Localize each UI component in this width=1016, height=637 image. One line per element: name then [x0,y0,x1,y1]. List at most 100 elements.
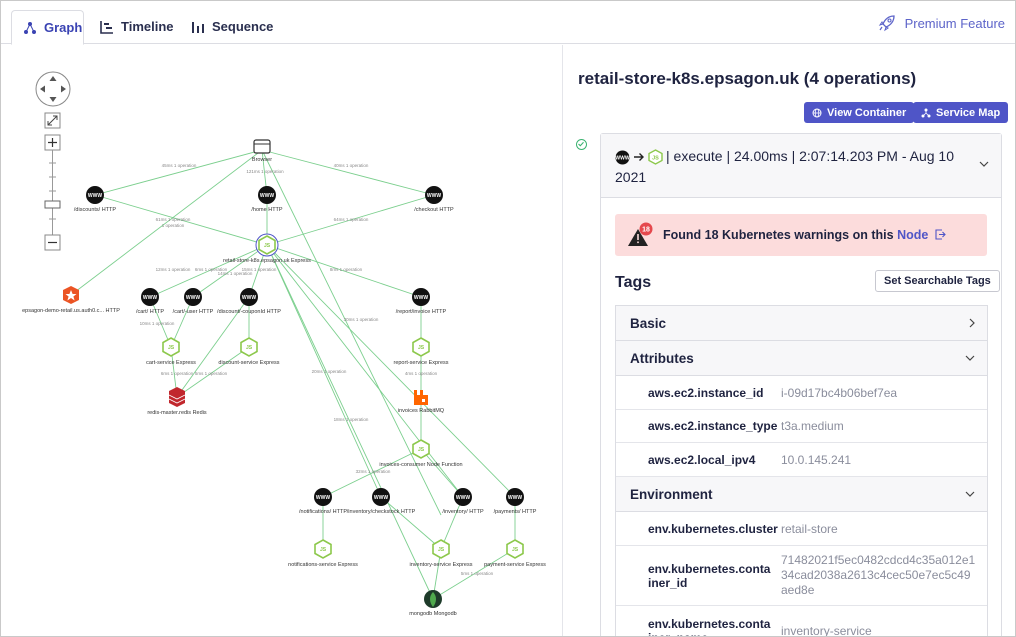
graph-node-label: invoices-consumer Node Function [379,462,462,468]
operation-details: | execute | 24.00ms | 2:07:14.203 PM - A… [615,148,954,185]
edge-label: 12ms 1 operation [156,267,191,272]
tags-section-attributes[interactable]: Attributes [616,341,987,376]
graph-node-cart-http[interactable]: WWW /cart/ HTTP [136,288,164,315]
zoom-in-button[interactable] [44,134,61,151]
edge-label: 30ms 1 operation [344,317,379,322]
graph-node-checkout-http[interactable]: WWW /checkout HTTP [414,186,454,213]
graph-node-home-http[interactable]: WWW /home HTTP [251,186,283,213]
edge-label: 15ms 1 operation [242,267,277,272]
graph-node-notifications-service[interactable]: JS notifications-service Express [288,539,358,568]
pan-up-icon[interactable] [49,76,57,81]
pan-down-icon[interactable] [49,97,57,102]
graph-icon [24,21,36,34]
pan-control[interactable] [35,71,71,107]
zoom-out-button[interactable] [44,234,61,251]
graph-node-retail-store[interactable]: JS retail-store-k8s.epsagon.uk Express [223,233,311,264]
table-row: aws.ec2.instance_type t3a.medium [616,410,987,443]
graph-node-redis[interactable]: redis-master.redis Redis [147,387,207,416]
graph-node-label: report-service Express [393,360,448,366]
graph-node-report-service[interactable]: JS report-service Express [393,337,449,366]
graph-node-inventory-http[interactable]: WWW /inventory/ HTTP [442,488,484,515]
tab-timeline[interactable]: Timeline [100,9,174,44]
svg-text:JS: JS [512,547,519,553]
graph-node-label: /payments/ HTTP [494,509,537,515]
edge [380,496,442,550]
graph-node-inventory-checkstock-http[interactable]: WWW /inventory/checkstock HTTP [347,488,416,515]
graph-node-mongodb[interactable]: mongodb Mongodb [409,590,457,617]
operation-card: WWW JS | execute | 24.00ms | 2:07:14.203… [600,133,1002,637]
tab-graph[interactable]: Graph [11,10,84,45]
graph-node-auth0[interactable]: epsagon-demo-retail.us.auth0.c... HTTP [22,286,120,314]
fit-view-button[interactable] [44,112,61,129]
edge [266,244,516,498]
tab-sequence[interactable]: Sequence [191,9,273,44]
nodejs-icon [506,539,524,559]
warning-icon: 18 [628,222,653,246]
table-row: env.kubernetes.container_id 71482021f5ec… [616,546,987,606]
graph-node-notifications-http[interactable]: WWW /notifications/ HTTP [299,488,347,515]
www-icon [412,288,430,306]
edge-label: 45ms 1 operation [162,163,197,168]
graph-canvas[interactable]: 45ms 1 operation 121ms 1 operation 40ms … [1,45,563,637]
graph-node-label: discount-service Express [218,360,279,366]
service-graph[interactable]: 45ms 1 operation 121ms 1 operation 40ms … [1,45,562,637]
view-container-button[interactable]: View Container [804,102,915,123]
chevron-down-icon [965,489,975,500]
graph-node-label: /cart/ HTTP [136,309,164,315]
graph-node-discount-coupon-http[interactable]: WWW /discount/-couponId HTTP [217,288,281,315]
edge-label: 64ms 1 operation [334,217,369,222]
graph-node-label: /discount/-couponId HTTP [217,309,281,315]
tab-sequence-label: Sequence [212,19,274,34]
edge [170,296,194,348]
pan-left-icon[interactable] [40,85,45,93]
pan-right-icon[interactable] [61,85,66,93]
table-row: env.kubernetes.container_name inventory-… [616,606,987,637]
redis-icon [169,387,185,407]
graph-node-invoices-consumer[interactable]: JS invoices-consumer Node Function [379,439,463,468]
plus-icon [48,138,57,147]
graph-node-cart-user-http[interactable]: WWW /cart/-user HTTP [173,288,214,315]
set-searchable-tags-button[interactable]: Set Searchable Tags [875,270,1000,292]
svg-text:JS: JS [168,345,175,351]
graph-node-discount-service[interactable]: JS discount-service Express [218,337,280,366]
chevron-down-icon[interactable] [979,158,989,170]
tag-value: retail-store [781,521,838,536]
graph-node-label: /checkout HTTP [414,207,454,213]
www-icon: WWW [615,150,630,165]
graph-node-cart-service[interactable]: JS cart-service Express [146,337,196,366]
nodejs-icon: JS [648,149,663,166]
section-label: Attributes [630,350,694,366]
service-map-button[interactable]: Service Map [913,102,1009,123]
graph-node-label: /report/invoice HTTP [396,309,447,315]
www-icon [372,488,390,506]
premium-feature-link[interactable]: Premium Feature [877,13,1005,33]
external-link-icon[interactable] [935,229,946,240]
graph-node-report-invoice-http[interactable]: WWW /report/invoice HTTP [396,288,447,315]
zoom-slider-handle[interactable] [44,200,61,209]
node-link[interactable]: Node [897,228,929,242]
tags-section-basic[interactable]: Basic [616,306,987,341]
edge [176,346,250,398]
tags-heading: Tags [615,274,652,291]
www-icon [86,186,104,204]
svg-text:WWW: WWW [186,295,200,301]
tags-section-environment[interactable]: Environment [616,477,987,512]
timeline-icon [100,20,113,34]
svg-text:WWW: WWW [615,155,629,161]
graph-node-payment-service[interactable]: JS payment-service Express [484,539,546,568]
edge [266,194,435,246]
graph-node-rabbitmq[interactable]: invoices RabbitMQ [398,390,445,414]
graph-node-label: inventory-service Express [410,562,473,568]
graph-node-discounts-http[interactable]: WWW /discounts/ HTTP [74,186,117,213]
graph-node-inventory-service[interactable]: JS inventory-service Express [410,539,473,568]
edge [149,244,268,298]
graph-node-payments-http[interactable]: WWW /payments/ HTTP [494,488,537,515]
graph-node-browser[interactable]: Browser [252,139,272,163]
nodejs-icon [258,235,276,255]
graph-node-label: cart-service Express [146,360,196,366]
operation-header[interactable]: WWW JS | execute | 24.00ms | 2:07:14.203… [601,134,1001,198]
nodejs-icon [162,337,180,357]
tag-value: 10.0.145.241 [781,452,852,467]
edge [192,244,268,298]
nodejs-icon [314,539,332,559]
